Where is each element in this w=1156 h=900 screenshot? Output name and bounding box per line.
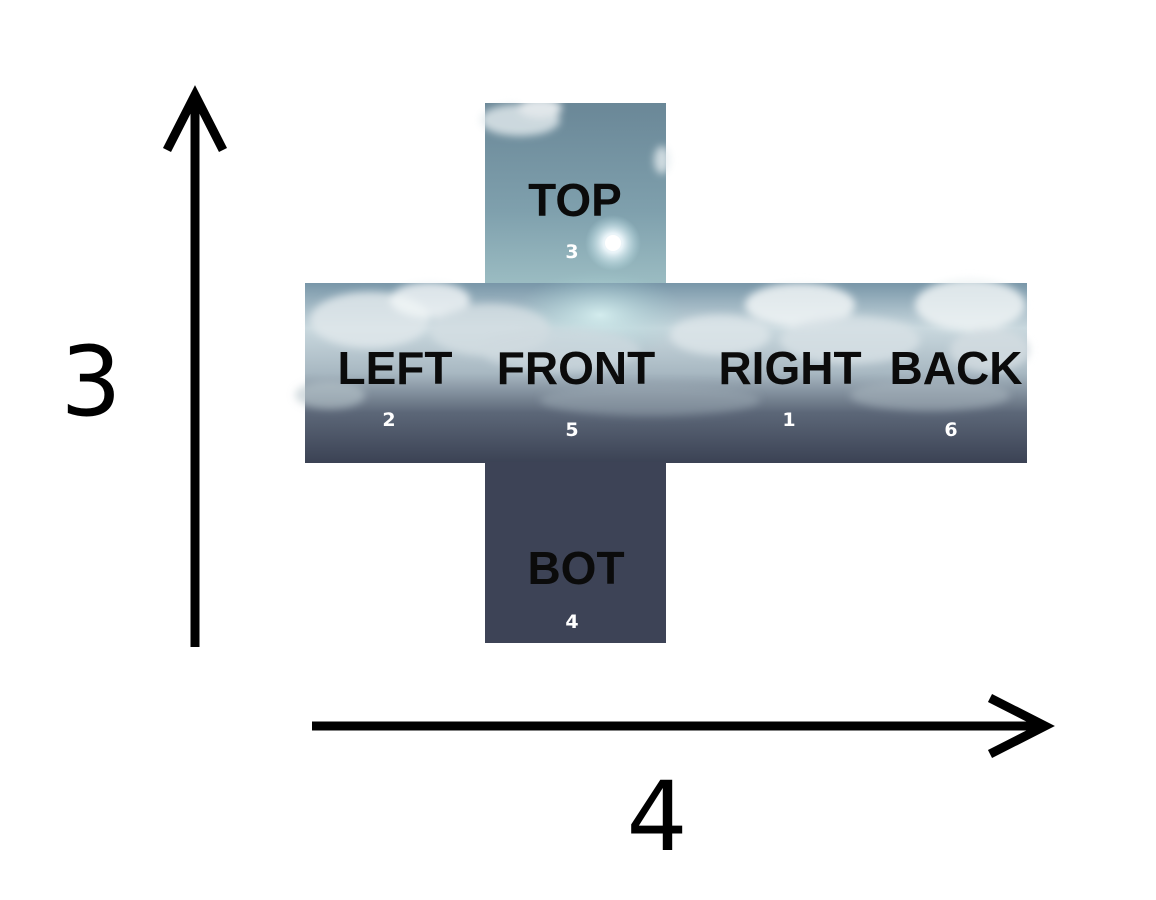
face-number-left: 2 — [382, 409, 395, 431]
clouds — [295, 279, 1030, 416]
face-number-front: 5 — [565, 419, 578, 441]
face-number-right: 1 — [782, 409, 795, 431]
face-number-top: 3 — [565, 241, 578, 263]
face-label-right: RIGHT — [718, 342, 861, 394]
face-label-front: FRONT — [497, 342, 655, 394]
vertical-axis-arrow — [162, 85, 228, 647]
face-label-left: LEFT — [338, 342, 453, 394]
face-top — [480, 98, 670, 284]
face-bot — [485, 462, 666, 643]
horizontal-axis-arrow — [312, 693, 1055, 759]
face-band — [295, 270, 1030, 463]
vertical-axis-label: 3 — [60, 326, 121, 438]
face-label-top: TOP — [528, 174, 622, 226]
face-number-back: 6 — [944, 419, 957, 441]
sun — [605, 235, 621, 251]
face-label-back: BACK — [890, 342, 1023, 394]
horizontal-axis-label: 4 — [626, 761, 687, 873]
face-label-bot: BOT — [527, 542, 624, 594]
face-number-bot: 4 — [565, 611, 578, 633]
top-cloud-wisps — [480, 98, 670, 174]
